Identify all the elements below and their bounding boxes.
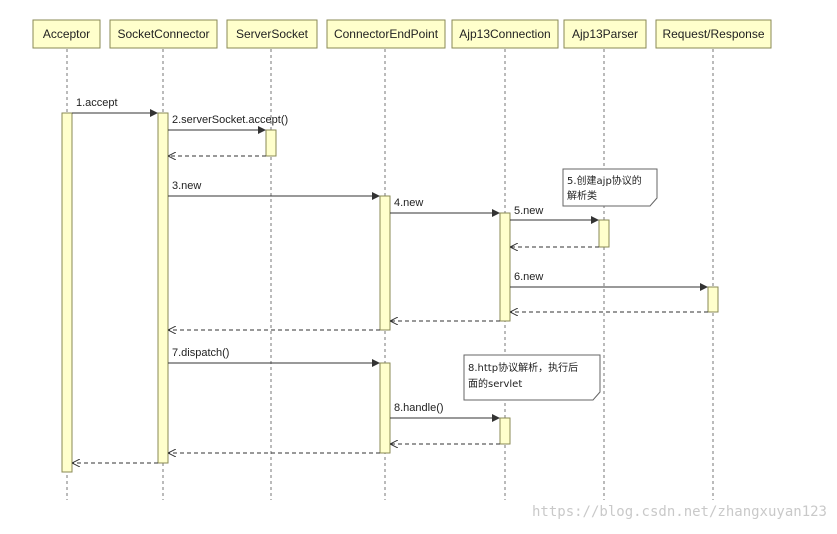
activation-serversocket <box>265 129 277 157</box>
activation-ajp13connection-2 <box>499 417 511 445</box>
message-5-label: 5.new <box>514 205 543 217</box>
activation-connectorendpoint-2 <box>379 362 391 454</box>
message-1-label: 1.accept <box>76 97 118 109</box>
message-3-label: 3.new <box>172 180 201 192</box>
activation-ajp13parser <box>598 219 610 248</box>
note-8-line-2: 面的servlet <box>468 377 522 390</box>
participant-acceptor: Acceptor <box>32 19 101 49</box>
participant-socketconnector-label: SocketConnector <box>117 27 209 41</box>
message-4-label: 4.new <box>394 197 423 209</box>
message-2-label: 2.serverSocket.accept() <box>172 114 288 126</box>
message-7-label: 7.dispatch() <box>172 347 229 359</box>
participant-ajp13parser: Ajp13Parser <box>563 19 647 49</box>
participant-ajp13connection-label: Ajp13Connection <box>459 27 550 41</box>
note-5-line-2: 解析类 <box>567 189 597 202</box>
note-8-line-1: 8.http协议解析，执行后 <box>468 361 578 374</box>
participant-socketconnector: SocketConnector <box>109 19 218 49</box>
participant-acceptor-label: Acceptor <box>43 27 90 41</box>
activation-acceptor <box>61 112 73 473</box>
message-8-label: 8.handle() <box>394 402 444 414</box>
participant-requestresponse-label: Request/Response <box>662 27 764 41</box>
note-5-line-1: 5.创建ajp协议的 <box>567 174 642 187</box>
activation-requestresponse <box>707 286 719 313</box>
watermark-text: https://blog.csdn.net/zhangxuyan123 <box>531 504 827 520</box>
activation-socketconnector <box>157 112 169 464</box>
participant-connectorendpoint: ConnectorEndPoint <box>326 19 446 49</box>
activation-connectorendpoint-1 <box>379 195 391 331</box>
participant-serversocket: ServerSocket <box>226 19 318 49</box>
note-8: 8.http协议解析，执行后 面的servlet <box>463 354 601 401</box>
participant-ajp13parser-label: Ajp13Parser <box>572 27 638 41</box>
participant-ajp13connection: Ajp13Connection <box>451 19 559 49</box>
participant-connectorendpoint-label: ConnectorEndPoint <box>334 27 439 41</box>
note-5: 5.创建ajp协议的 解析类 <box>562 168 658 207</box>
participant-requestresponse: Request/Response <box>655 19 772 49</box>
message-6-label: 6.new <box>514 271 543 283</box>
activation-ajp13connection-1 <box>499 212 511 322</box>
participant-serversocket-label: ServerSocket <box>236 27 309 41</box>
